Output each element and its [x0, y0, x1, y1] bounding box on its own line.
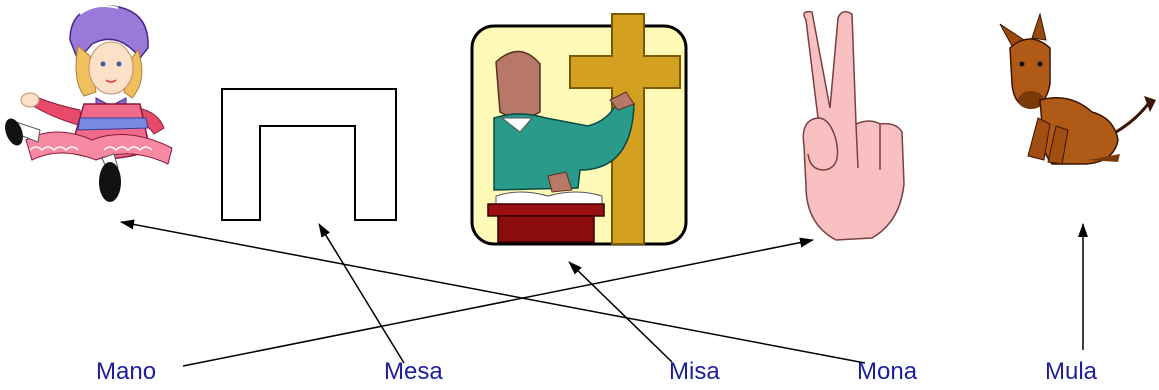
word-mula: Mula	[1045, 358, 1098, 385]
table-picture	[221, 88, 397, 221]
arrow-mano-to-hand	[182, 237, 814, 367]
doll-picture	[5, 5, 173, 202]
arrow-mesa-to-table	[318, 223, 405, 364]
arrows	[120, 219, 1088, 367]
word-misa: Misa	[669, 358, 720, 385]
arrow-mona-to-doll	[120, 219, 866, 364]
priest-at-mass-picture	[470, 13, 688, 246]
mule-picture	[999, 12, 1156, 165]
word-mona: Mona	[857, 358, 918, 385]
arrow-misa-to-priest	[568, 261, 673, 363]
word-mano: Mano	[96, 358, 157, 385]
word-mesa: Mesa	[384, 358, 443, 385]
hand-picture	[802, 10, 905, 241]
